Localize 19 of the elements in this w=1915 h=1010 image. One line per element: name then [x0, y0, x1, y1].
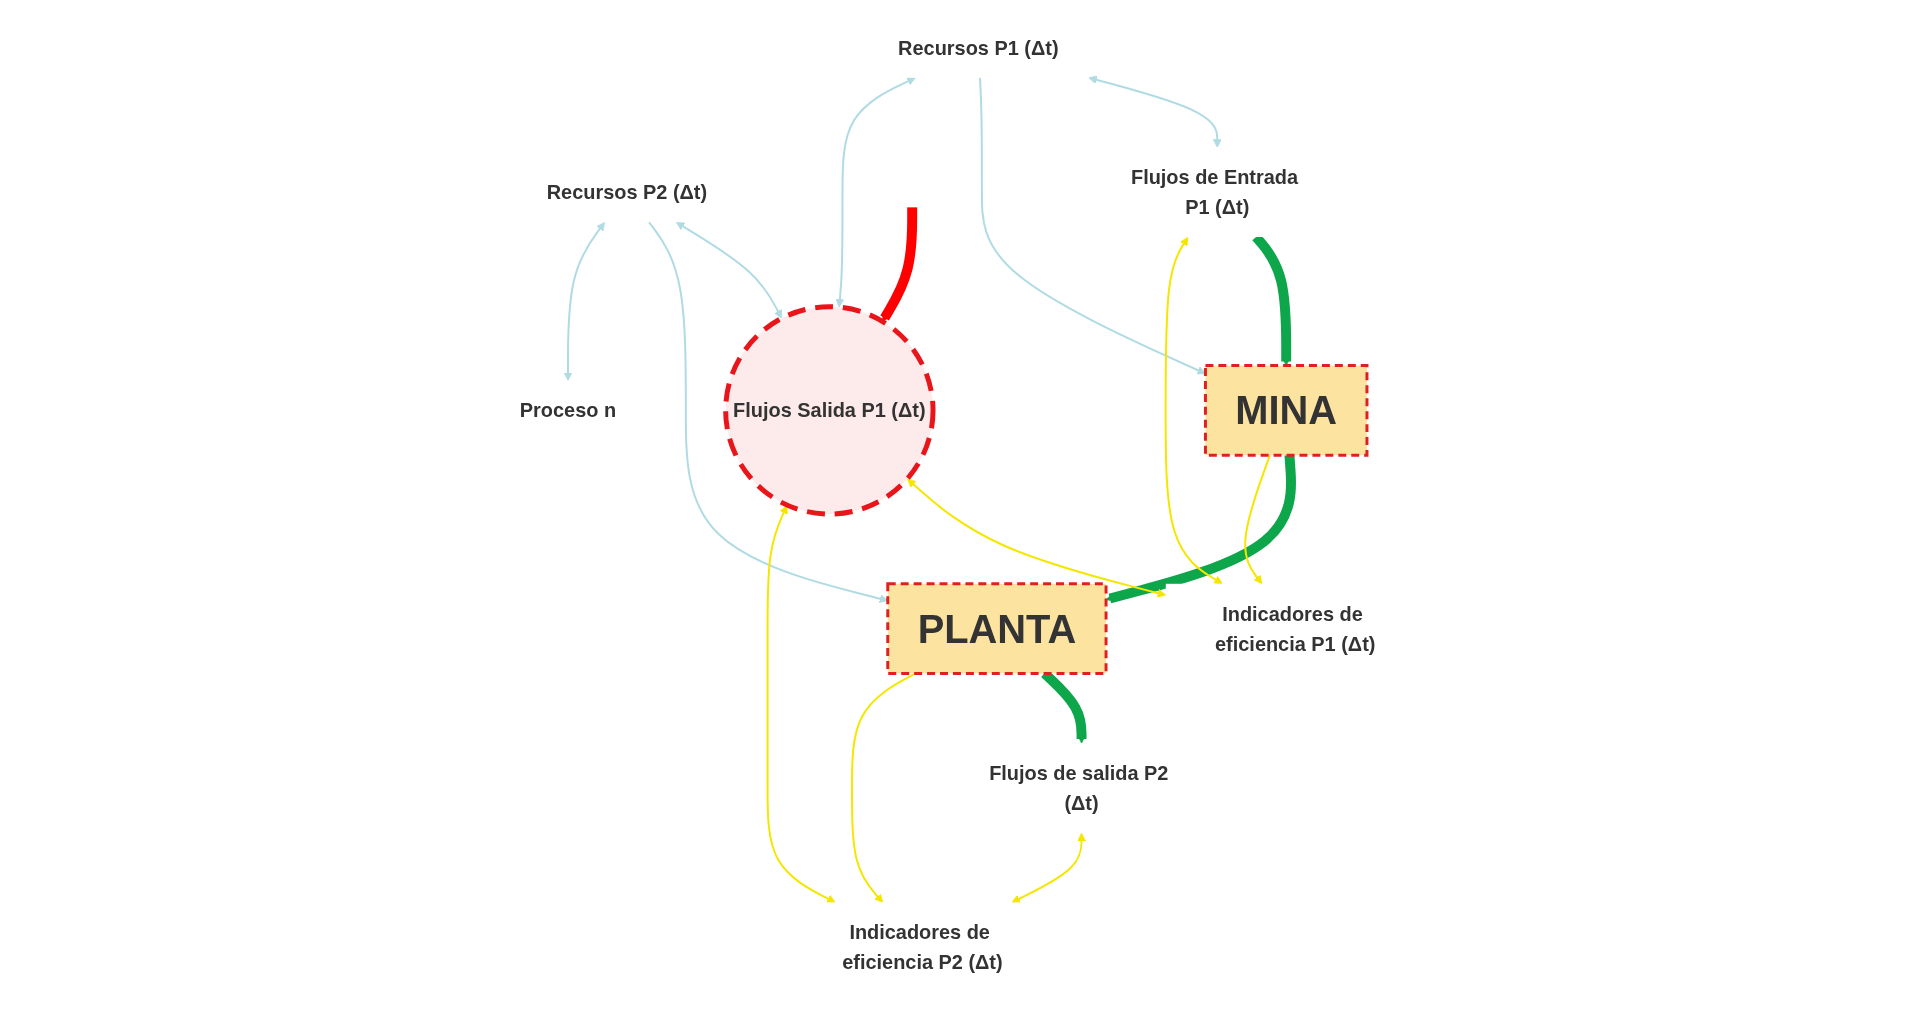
node-box: MINA [1204, 364, 1369, 457]
arrow [676, 221, 783, 319]
node-text: Recursos P2 (Δt) [546, 181, 708, 204]
node-text: Recursos P1 (Δt) [898, 36, 1059, 59]
arrow [766, 505, 836, 903]
arrow [907, 478, 1167, 598]
arrow [1011, 832, 1087, 903]
node-text: Flujos de Entrada P1 (Δt) [1131, 166, 1299, 219]
node-text: Indicadores de eficiencia P2 (Δt) [842, 921, 1003, 974]
node-text: Proceso n [520, 399, 617, 422]
node-box: PLANTA [886, 582, 1108, 675]
arrow [880, 207, 918, 322]
arrow [563, 222, 606, 381]
arrow [1164, 236, 1223, 585]
node-text: Indicadores de eficiencia P1 (Δt) [1215, 602, 1376, 655]
node-text: Flujos de salida P2 (Δt) [989, 762, 1169, 814]
arrow [979, 76, 1206, 375]
arrow [1088, 75, 1222, 148]
node-circle: Flujos Salida P1 (Δt) [723, 304, 936, 517]
